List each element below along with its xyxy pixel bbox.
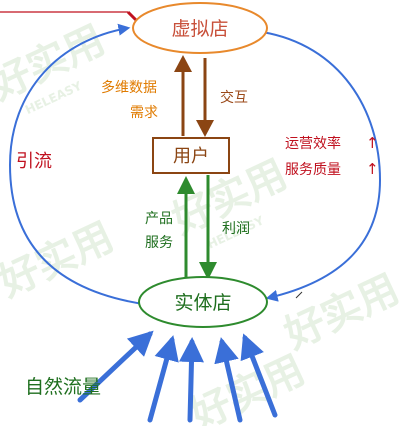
watermark-group: 好实用 HELEASY 好实用 HELEASY 好实用 好实用 好实用 [0,17,400,426]
product-arrow-head [177,176,195,194]
interaction-arrow-head [196,120,214,137]
traffic-loop-left [8,23,151,306]
product-label-line2: 服务 [145,235,173,251]
user-store-arrows [177,175,217,280]
traffic-arrow [240,333,278,418]
natural-traffic-arrows [77,330,278,423]
traffic-arrow [178,337,204,423]
watermark-text: 好实用 [277,266,400,359]
virtual-store-ellipse [132,2,268,54]
watermark-text: 好实用 [0,214,121,307]
service-quality-up-arrow: ↑ [366,160,379,178]
interaction-label: 交互 [220,89,248,106]
virtual-store-node: 虚拟店 [132,2,268,54]
physical-store-ellipse [138,276,268,328]
traffic-arrow [147,335,179,423]
virtual-user-arrows [174,55,214,137]
data-demand-label-line1: 多维数据 [101,79,157,96]
watermark-text: 好实用 [183,347,312,426]
small-tick-mark [295,291,303,299]
user-label: 用户 [173,146,209,167]
traffic-label: 引流 [16,151,52,172]
data-demand-label-line2: 需求 [130,105,158,121]
service-quality-label: 服务质量 [285,162,341,178]
demand-arrow-head [174,55,192,72]
profit-label: 利润 [222,221,250,237]
natural-traffic-label: 自然流量 [25,376,101,398]
traffic-arrow [77,330,154,403]
user-node: 用户 [152,137,230,174]
physical-store-label: 实体店 [174,292,231,314]
virtual-store-label: 虚拟店 [171,18,228,40]
ops-efficiency-up-arrow: ↑ [366,134,379,152]
product-label-line1: 产品 [145,211,173,227]
physical-store-node: 实体店 [138,276,268,328]
ops-efficiency-label: 运营效率 [285,135,341,152]
traffic-arrow [214,337,243,423]
user-box [152,137,230,174]
profit-arrow-head [199,262,217,280]
efficiency-loop-right [261,31,382,302]
